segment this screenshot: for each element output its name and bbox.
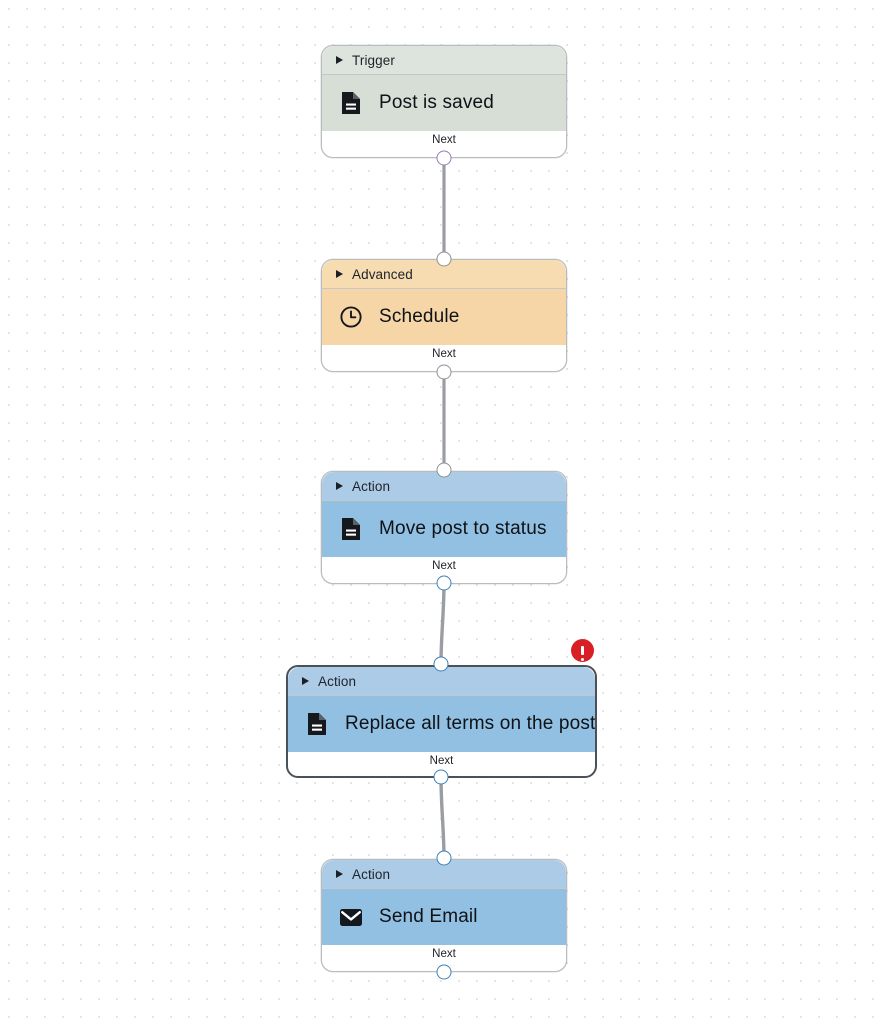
node-body-trigger[interactable]: Post is saved [322, 75, 566, 131]
target-handle-action-send-email[interactable] [436, 850, 452, 866]
envelope-icon [339, 905, 363, 929]
node-title: Post is saved [379, 92, 494, 113]
edge-move-post-to-replace-terms[interactable] [439, 581, 446, 666]
workflow-node-trigger-post-is-saved[interactable]: Trigger Post is saved Next [321, 45, 567, 158]
clock-icon [339, 305, 363, 329]
node-title: Send Email [379, 906, 478, 927]
next-label: Next [432, 348, 456, 360]
node-category-label: Trigger [352, 52, 395, 68]
target-handle-action-move-post-to-status[interactable] [436, 462, 452, 478]
header-separator [288, 695, 595, 696]
source-handle-trigger-post-is-saved[interactable] [436, 150, 452, 166]
next-label: Next [432, 134, 456, 146]
chevron-right-icon[interactable] [336, 270, 343, 278]
next-label: Next [429, 755, 454, 767]
node-title: Replace all terms on the post [345, 713, 595, 734]
workflow-node-action-replace-all-terms-on-the-post[interactable]: Action Replace all terms on the post Nex… [286, 665, 597, 778]
source-handle-advanced-schedule[interactable] [436, 364, 452, 380]
document-icon [339, 91, 363, 115]
node-title: Schedule [379, 306, 460, 327]
node-body-action-replace-terms[interactable]: Replace all terms on the post [288, 696, 595, 752]
source-handle-action-replace-all-terms-on-the-post[interactable] [433, 769, 449, 785]
exclamation-icon [580, 646, 585, 661]
chevron-right-icon[interactable] [336, 56, 343, 64]
document-icon [339, 517, 363, 541]
node-category-label: Action [318, 673, 357, 689]
chevron-right-icon[interactable] [336, 870, 343, 878]
node-category-label: Action [352, 478, 391, 494]
node-header-trigger[interactable]: Trigger [322, 46, 566, 74]
chevron-right-icon[interactable] [336, 482, 343, 490]
header-separator [322, 288, 566, 289]
header-separator [322, 888, 566, 889]
node-body-action-move-post[interactable]: Move post to status [322, 501, 566, 557]
header-separator [322, 500, 566, 501]
error-badge[interactable] [571, 639, 594, 662]
target-handle-advanced-schedule[interactable] [436, 251, 452, 267]
workflow-node-advanced-schedule[interactable]: Advanced Schedule Next [321, 259, 567, 372]
workflow-node-action-send-email[interactable]: Action Send Email Next [321, 859, 567, 972]
node-title: Move post to status [379, 518, 547, 539]
node-body-advanced[interactable]: Schedule [322, 289, 566, 345]
next-label: Next [432, 948, 456, 960]
node-category-label: Advanced [352, 266, 413, 282]
next-label: Next [432, 560, 456, 572]
node-header-action-replace-terms[interactable]: Action [288, 667, 595, 695]
node-category-label: Action [352, 866, 391, 882]
edge-replace-terms-to-send-email[interactable] [439, 775, 446, 860]
header-separator [322, 74, 566, 75]
target-handle-action-replace-all-terms-on-the-post[interactable] [433, 656, 449, 672]
source-handle-action-move-post-to-status[interactable] [436, 575, 452, 591]
workflow-node-action-move-post-to-status[interactable]: Action Move post to status Next [321, 471, 567, 584]
chevron-right-icon[interactable] [302, 677, 309, 685]
node-body-action-send-email[interactable]: Send Email [322, 889, 566, 945]
source-handle-action-send-email[interactable] [436, 964, 452, 980]
document-icon [305, 712, 329, 736]
